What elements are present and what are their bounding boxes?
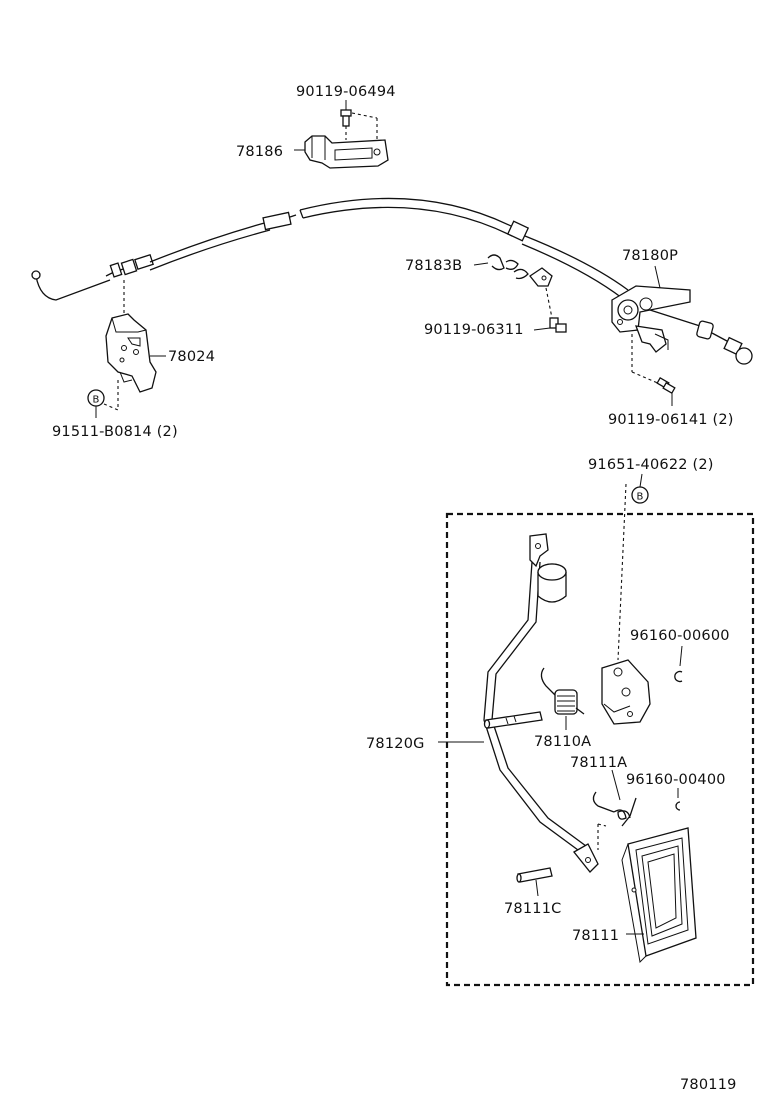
bracket-78024 [105, 313, 157, 393]
leader-line [639, 473, 643, 488]
bracket-78180P [611, 285, 753, 365]
leader-line [473, 262, 489, 266]
part-label-78111C: 78111C [504, 901, 561, 917]
bolt-90119-06311 [549, 317, 567, 333]
leader-line [679, 645, 683, 667]
part-label-78183B: 78183B [405, 258, 462, 274]
part-label-78111A: 78111A [570, 755, 627, 771]
pedal-bracket [601, 659, 651, 725]
bolt-90119-06494 [340, 100, 352, 127]
leader-line [617, 483, 627, 661]
b-marker-1: B [87, 389, 105, 407]
part-label-96160-00400: 96160-00400 [626, 772, 726, 788]
e-ring-96160-00400 [675, 801, 681, 811]
leader-line [611, 769, 621, 801]
part-label-78120G: 78120G [366, 736, 425, 752]
part-label-91511-B0814: 91511-B0814 (2) [52, 424, 178, 440]
drawing-number: 780119 [680, 1077, 737, 1093]
accelerator-cable [31, 197, 629, 301]
leader-line [597, 823, 607, 827]
part-label-91651-40622: 91651-40622 (2) [588, 457, 714, 473]
bolt-90119-06141 [656, 377, 676, 394]
pedal-pad-78111 [621, 827, 697, 964]
return-spring-78110A [540, 667, 585, 715]
e-ring-96160-00600 [674, 670, 683, 683]
part-label-78024: 78024 [168, 349, 215, 365]
spring-78111A [592, 791, 637, 827]
part-label-90119-06494: 90119-06494 [296, 84, 396, 100]
part-label-78180P: 78180P [622, 248, 678, 264]
pivot-shaft [483, 711, 543, 729]
leader-line [533, 327, 551, 331]
leader-line [351, 112, 378, 119]
leader-line [545, 287, 553, 319]
b-marker-2: B [631, 486, 649, 504]
clip-78183B [487, 254, 553, 287]
leader-line [654, 265, 661, 289]
pin-78111C [516, 867, 553, 883]
assembly-boundary-78120G [445, 512, 755, 987]
part-label-96160-00600: 96160-00600 [630, 628, 730, 644]
part-label-78110A: 78110A [534, 734, 591, 750]
pedal-arm-78120G [483, 533, 599, 873]
part-label-78111: 78111 [572, 928, 619, 944]
part-label-78186: 78186 [236, 144, 283, 160]
leader-line [631, 371, 661, 385]
part-label-90119-06311: 90119-06311 [424, 322, 524, 338]
b-marker-letter: B [636, 492, 643, 503]
leader-line [535, 879, 539, 897]
b-marker-letter: B [92, 395, 99, 406]
leader-line [103, 403, 119, 411]
part-label-90119-06141: 90119-06141 (2) [608, 412, 734, 428]
bracket-78186 [304, 135, 389, 169]
